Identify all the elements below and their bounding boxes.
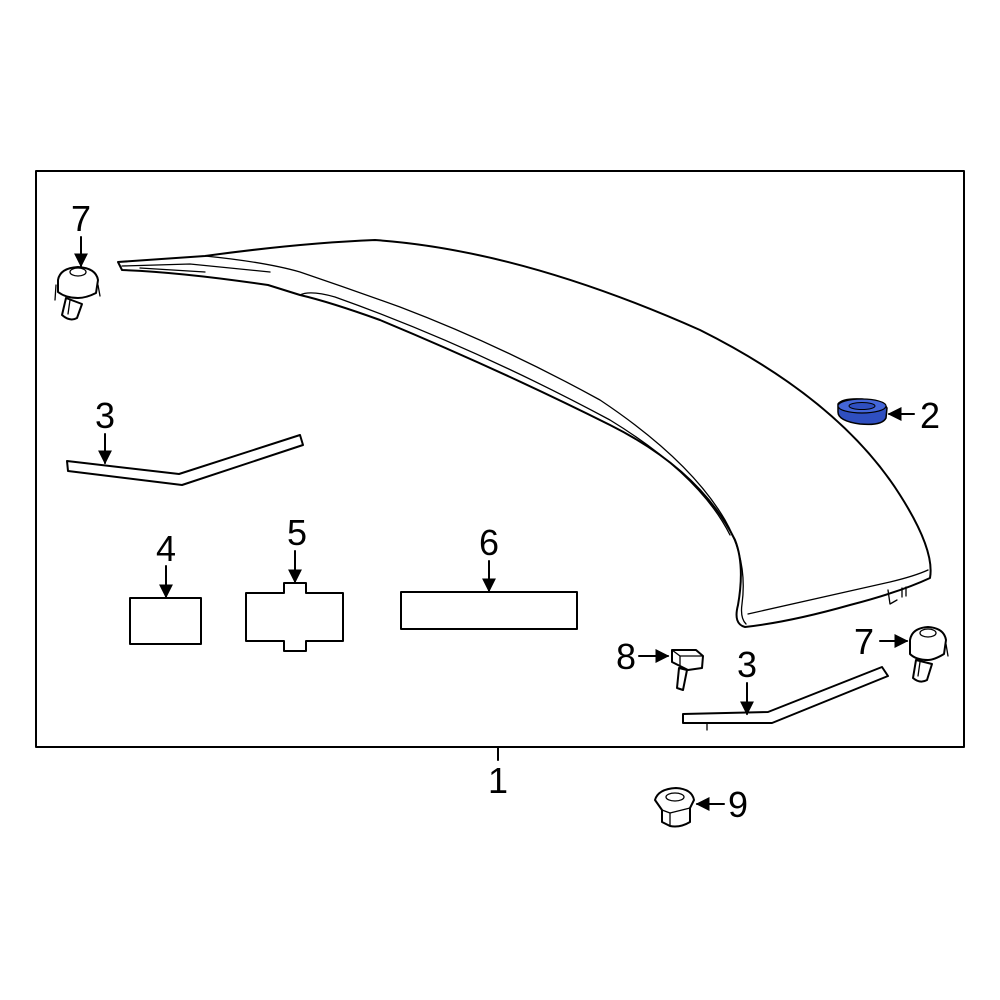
callout-3-right: 3 (737, 644, 757, 685)
nut-part-9[interactable] (654, 787, 695, 828)
label-part-5[interactable] (245, 582, 344, 652)
callout-7-right: 7 (854, 621, 874, 662)
callout-1: 1 (488, 760, 508, 801)
callout-4: 4 (156, 528, 176, 569)
fastener-part-8[interactable] (671, 649, 704, 691)
callout-9: 9 (728, 784, 748, 825)
clip-part-7-left[interactable] (54, 266, 101, 321)
seal-strip-left[interactable] (66, 434, 304, 486)
callout-2: 2 (920, 395, 940, 436)
clip-part-7-right[interactable] (909, 626, 949, 683)
callout-3-left: 3 (95, 395, 115, 436)
label-part-6[interactable] (400, 591, 578, 630)
rear-spoiler[interactable] (117, 239, 932, 628)
callout-6: 6 (479, 522, 499, 563)
seal-strip-right[interactable] (682, 666, 889, 724)
pad-part-2[interactable] (837, 398, 888, 426)
callout-5: 5 (287, 512, 307, 553)
callout-8: 8 (616, 636, 636, 677)
callout-7-left: 7 (71, 198, 91, 239)
assembly-frame (35, 170, 965, 748)
label-part-4[interactable] (129, 597, 202, 645)
